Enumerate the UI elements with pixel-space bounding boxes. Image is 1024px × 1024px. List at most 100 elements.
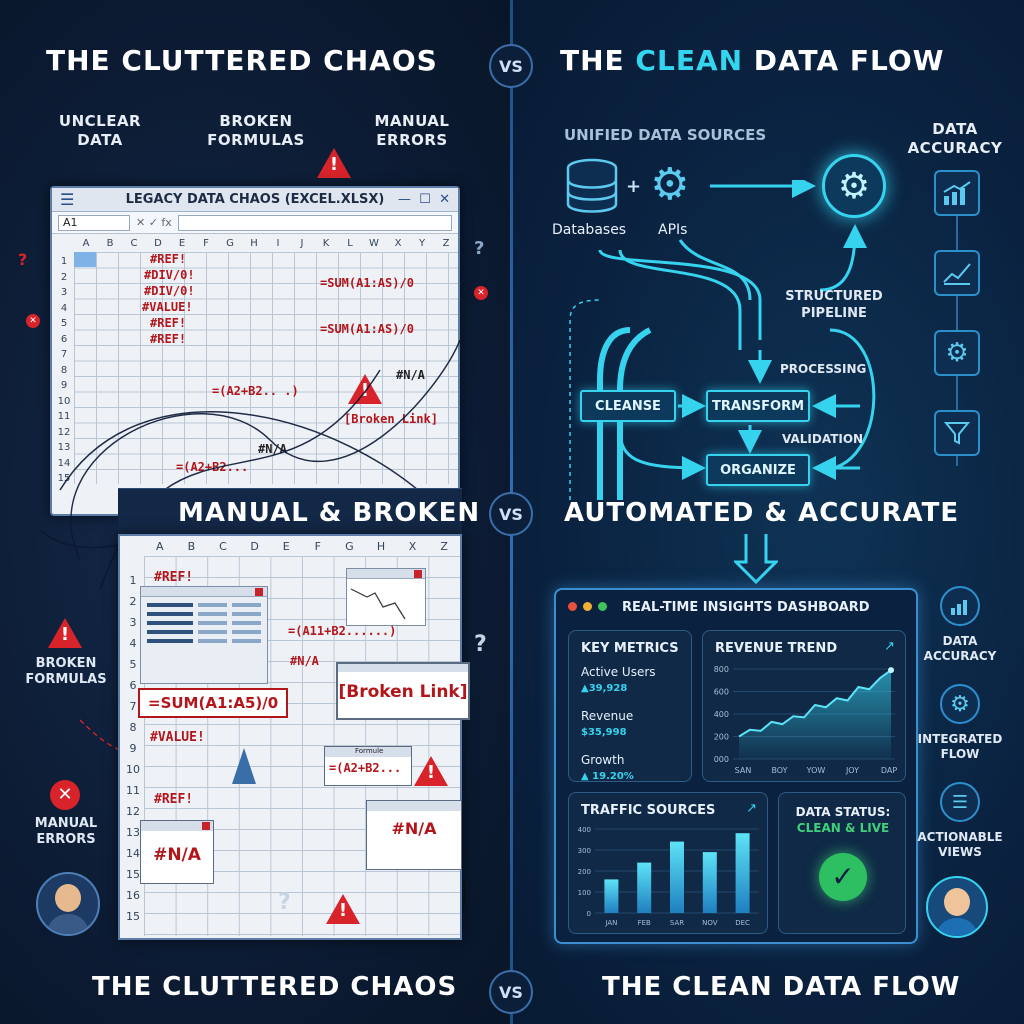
column-header[interactable]: B: [187, 540, 196, 553]
column-header[interactable]: E: [178, 238, 186, 249]
column-header[interactable]: Z: [442, 238, 450, 249]
column-header[interactable]: D: [250, 540, 259, 553]
popup-table-window[interactable]: [140, 586, 268, 684]
row-header[interactable]: 15: [126, 868, 140, 881]
row-header[interactable]: 6: [129, 679, 137, 692]
row-header[interactable]: 9: [60, 380, 68, 391]
close-icon[interactable]: [255, 588, 263, 596]
expand-arrow-icon[interactable]: ↗: [746, 801, 757, 816]
row-header[interactable]: 8: [129, 721, 137, 734]
row-header[interactable]: 10: [57, 395, 71, 407]
close-icon[interactable]: [202, 822, 210, 830]
column-header[interactable]: J: [300, 238, 304, 249]
column-header[interactable]: Z: [440, 540, 448, 553]
row-header[interactable]: 3: [129, 616, 137, 629]
na-text: #N/A: [153, 845, 201, 865]
row-header[interactable]: 5: [129, 658, 137, 671]
column-header[interactable]: K: [322, 238, 330, 249]
row-header[interactable]: 16: [126, 889, 140, 902]
column-header[interactable]: H: [376, 540, 386, 553]
column-header[interactable]: C: [219, 540, 227, 553]
column-header[interactable]: X: [408, 540, 417, 553]
row-header[interactable]: 11: [57, 411, 71, 422]
row-header[interactable]: 15: [57, 473, 71, 484]
window-controls-icon[interactable]: — ☐ ✕: [397, 192, 450, 207]
insights-dashboard[interactable]: REAL-TIME INSIGHTS DASHBOARD KEY METRICS…: [554, 588, 918, 944]
row-header[interactable]: 13: [57, 442, 71, 453]
row-header[interactable]: 7: [129, 700, 137, 713]
metric-value: ▲ 19.20%: [581, 771, 634, 782]
column-header[interactable]: G: [226, 238, 234, 249]
cleanse-node[interactable]: CLEANSE: [580, 390, 676, 422]
organize-node[interactable]: ORGANIZE: [706, 454, 810, 486]
row-header[interactable]: 14: [57, 457, 71, 469]
label-unclear-data: UNCLEAR DATA: [58, 112, 142, 149]
column-header[interactable]: H: [250, 238, 258, 249]
name-box[interactable]: A1: [58, 214, 130, 231]
row-header[interactable]: 9: [129, 742, 137, 755]
question-mark-icon: ?: [474, 238, 485, 259]
cell-error: #REF!: [150, 332, 187, 346]
label-manual-errors: MANUAL ERRORS: [374, 112, 450, 149]
vs-badge-bottom: VS: [489, 970, 533, 1014]
row-header[interactable]: 10: [126, 763, 140, 776]
row-header[interactable]: 4: [129, 637, 137, 650]
column-header[interactable]: X: [394, 238, 402, 249]
question-mark-icon: ?: [278, 890, 291, 915]
bar-chart-up-icon: [934, 170, 980, 216]
formula-popup[interactable]: Formule =(A2+B2...: [324, 746, 412, 786]
row-header[interactable]: 3: [60, 287, 68, 298]
legacy-spreadsheet-window[interactable]: ☰ LEGACY DATA CHAOS (EXCEL.XLSX) — ☐ ✕ A…: [50, 186, 460, 516]
mid-title-band: [118, 488, 462, 538]
column-header[interactable]: L: [347, 238, 353, 249]
y-tick-label: 800: [714, 665, 729, 674]
na-popup[interactable]: #N/A: [140, 820, 214, 884]
row-header[interactable]: 15: [126, 910, 140, 923]
column-header[interactable]: F: [203, 238, 209, 249]
data-status-title: DATA STATUS:: [795, 805, 891, 819]
row-header[interactable]: 2: [129, 595, 137, 608]
row-header[interactable]: 2: [60, 271, 68, 283]
na-popup-2[interactable]: #N/A: [366, 800, 462, 870]
metric-value: ▲39,928: [581, 683, 628, 694]
column-header[interactable]: A: [156, 540, 164, 553]
column-header[interactable]: C: [130, 238, 138, 249]
row-header[interactable]: 14: [126, 847, 140, 860]
row-header[interactable]: 12: [57, 426, 71, 438]
broken-link-popup[interactable]: [Broken Link]: [336, 662, 470, 720]
column-header[interactable]: I: [276, 238, 280, 249]
row-header[interactable]: 13: [126, 826, 140, 839]
row-header[interactable]: 12: [126, 805, 140, 818]
metric-value: $35,998: [581, 727, 627, 738]
row-header[interactable]: 11: [126, 784, 140, 797]
data-status-value: CLEAN & LIVE: [796, 821, 890, 835]
processing-hub-gear-icon: ⚙: [822, 154, 886, 218]
column-header[interactable]: G: [345, 540, 354, 553]
popup-chart-window[interactable]: [346, 568, 426, 626]
cell-grid[interactable]: [74, 252, 458, 484]
row-header[interactable]: 1: [60, 256, 68, 267]
structured-pipeline-label: STRUCTURED PIPELINE: [785, 289, 883, 321]
transform-node[interactable]: TRANSFORM: [706, 390, 810, 422]
row-header[interactable]: 4: [60, 302, 68, 314]
column-header[interactable]: B: [106, 238, 114, 249]
row-header[interactable]: 5: [60, 318, 68, 329]
column-header[interactable]: W: [369, 238, 379, 249]
row-header[interactable]: 7: [60, 349, 68, 360]
column-header[interactable]: E: [282, 540, 290, 553]
close-icon[interactable]: [414, 570, 422, 578]
metric-label: Growth: [581, 753, 625, 767]
expand-arrow-icon[interactable]: ↗: [884, 639, 895, 654]
column-header[interactable]: A: [82, 238, 90, 249]
menu-icon[interactable]: ☰: [60, 190, 75, 209]
column-header[interactable]: Y: [418, 238, 426, 249]
row-header[interactable]: 8: [60, 364, 68, 376]
column-header[interactable]: D: [154, 238, 162, 249]
row-header[interactable]: 6: [60, 333, 68, 345]
row-header[interactable]: 1: [129, 574, 137, 587]
formula-popup-text: =(A2+B2...: [329, 761, 402, 775]
column-header[interactable]: F: [314, 540, 321, 553]
formula-bar-input[interactable]: [177, 214, 452, 231]
